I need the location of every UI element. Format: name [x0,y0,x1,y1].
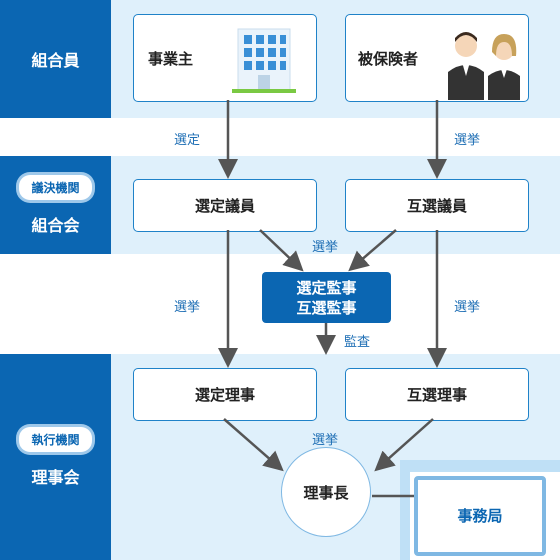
edge-director-to-chairman-left [223,418,284,472]
auditors-box: 選定監事 互選監事 [262,272,391,323]
edge-label-elect-top: 選挙 [454,133,481,148]
chairman-label: 理事長 [303,483,349,502]
insured-box: 被保険者 [345,14,529,102]
edge-elected-to-auditors [348,229,397,272]
insured-label: 被保険者 [358,49,419,68]
edge-label-elect-board: 選挙 [312,433,339,448]
employer-box: 事業主 [133,14,317,102]
assembly-tag: 議決機関 [19,174,92,200]
elected-member-label: 互選議員 [406,197,467,215]
secretariat-box: 事務局 [414,476,546,556]
edge-label-elect-left: 選挙 [174,300,201,315]
appointed-director-box: 選定理事 [133,368,317,421]
elected-director-box: 互選理事 [345,368,529,421]
appointed-member-box: 選定議員 [133,179,317,232]
board-tag: 執行機関 [19,426,92,452]
employer-label: 事業主 [148,49,194,68]
edge-label-elect-assembly: 選挙 [312,240,339,255]
elected-director-label: 互選理事 [406,386,467,404]
edge-label-audit: 監査 [344,335,371,350]
members-sidebar: 組合員 [0,0,111,118]
edge-label-elect-right: 選挙 [454,300,481,315]
people-icon [448,32,520,100]
edge-label-appoint: 選定 [174,133,201,148]
chairman-circle: 理事長 [281,447,371,537]
appointed-director-label: 選定理事 [194,386,255,404]
edge-director-to-chairman-right [374,418,434,472]
edge-appointed-to-auditors [259,229,304,272]
auditors-line2: 互選監事 [296,298,357,317]
assembly-label: 組合会 [31,215,80,235]
board-sidebar: 執行機関 理事会 [0,354,111,560]
members-label: 組合員 [31,51,80,70]
auditors-line1: 選定監事 [296,278,357,297]
building-icon [232,28,296,93]
secretariat-label: 事務局 [457,507,503,525]
appointed-member-label: 選定議員 [194,197,255,215]
assembly-sidebar: 議決機関 組合会 [0,156,111,254]
board-label: 理事会 [31,467,80,487]
